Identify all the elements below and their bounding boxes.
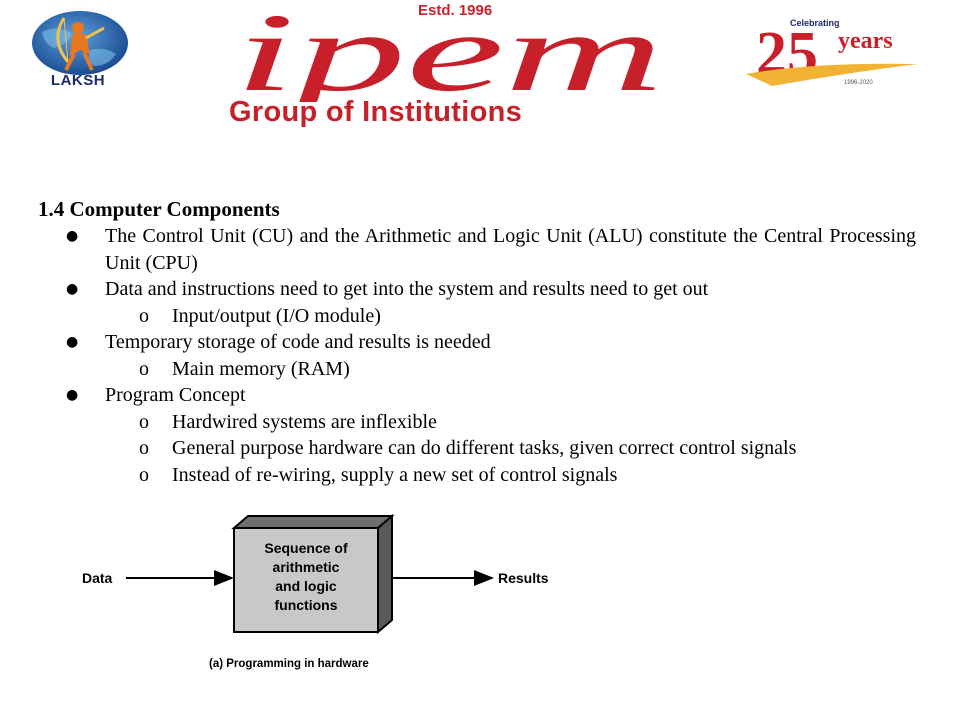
box-front-face bbox=[233, 527, 379, 633]
list-item-text: The Control Unit (CU) and the Arithmetic… bbox=[105, 225, 916, 274]
box-line: arithmetic bbox=[273, 559, 340, 575]
circle-bullet-icon: o bbox=[139, 410, 149, 433]
data-label: Data bbox=[82, 570, 113, 586]
circle-bullet-icon: o bbox=[139, 304, 149, 327]
list-item-text: Program Concept bbox=[105, 384, 246, 406]
list-item-text: Data and instructions need to get into t… bbox=[105, 278, 709, 300]
sub-list-item-text: Main memory (RAM) bbox=[172, 357, 350, 380]
ipem-logo: ipem bbox=[234, 10, 664, 102]
anniversary-word: years bbox=[838, 28, 893, 54]
sub-list-item: o Main memory (RAM) bbox=[66, 356, 916, 383]
sub-list-item-text: Hardwired systems are inflexible bbox=[172, 410, 437, 433]
circle-bullet-icon: o bbox=[139, 463, 149, 486]
box-side-face bbox=[377, 513, 393, 635]
bullet-list: ● The Control Unit (CU) and the Arithmet… bbox=[66, 223, 916, 488]
box-line: functions bbox=[275, 597, 338, 613]
bullet-icon: ● bbox=[66, 334, 79, 350]
established-year: Estd. 1996 bbox=[418, 2, 493, 19]
list-item: ● The Control Unit (CU) and the Arithmet… bbox=[66, 223, 916, 276]
list-item-text: Temporary storage of code and results is… bbox=[105, 331, 491, 353]
sub-list-item: o Input/output (I/O module) bbox=[66, 303, 916, 330]
circle-bullet-icon: o bbox=[139, 437, 149, 459]
celebrating-label: Celebrating bbox=[790, 18, 840, 28]
laksh-logo: LAKSH bbox=[28, 10, 132, 94]
swoosh-icon bbox=[746, 63, 918, 86]
sub-list-item-text: General purpose hardware can do differen… bbox=[172, 437, 797, 459]
results-label: Results bbox=[498, 570, 549, 586]
box-top-face bbox=[231, 515, 395, 529]
globe-archer-icon bbox=[32, 11, 128, 75]
list-item: ● Program Concept o Hardwired systems ar… bbox=[66, 382, 916, 488]
circle-bullet-icon: o bbox=[139, 357, 149, 380]
hardware-programming-diagram: Sequence of arithmetic and logic functio… bbox=[82, 513, 549, 670]
box-line: Sequence of bbox=[264, 540, 348, 556]
sub-list-item: o Hardwired systems are inflexible bbox=[66, 409, 916, 436]
bullet-icon: ● bbox=[66, 228, 79, 244]
sub-list-item-text: Input/output (I/O module) bbox=[172, 304, 381, 327]
laksh-label: LAKSH bbox=[50, 72, 106, 89]
anniversary-logo: Celebrating 25 years 1996-2020 bbox=[746, 18, 918, 88]
bullet-icon: ● bbox=[66, 387, 79, 403]
list-item: ● Data and instructions need to get into… bbox=[66, 276, 916, 329]
diagram-caption: (a) Programming in hardware bbox=[209, 658, 369, 670]
group-of-institutions: Group of Institutions bbox=[229, 96, 523, 128]
box-line: and logic bbox=[275, 578, 337, 594]
bullet-icon: ● bbox=[66, 281, 79, 297]
ipem-wordmark: ipem bbox=[234, 10, 664, 102]
list-item: ● Temporary storage of code and results … bbox=[66, 329, 916, 382]
sub-list-item: o General purpose hardware can do differ… bbox=[66, 435, 916, 462]
sub-list-item-text: Instead of re-wiring, supply a new set o… bbox=[172, 463, 618, 486]
sub-list-item: o Instead of re-wiring, supply a new set… bbox=[66, 462, 916, 489]
anniversary-years: 1996-2020 bbox=[844, 80, 873, 86]
section-title: 1.4 Computer Components bbox=[38, 197, 280, 221]
